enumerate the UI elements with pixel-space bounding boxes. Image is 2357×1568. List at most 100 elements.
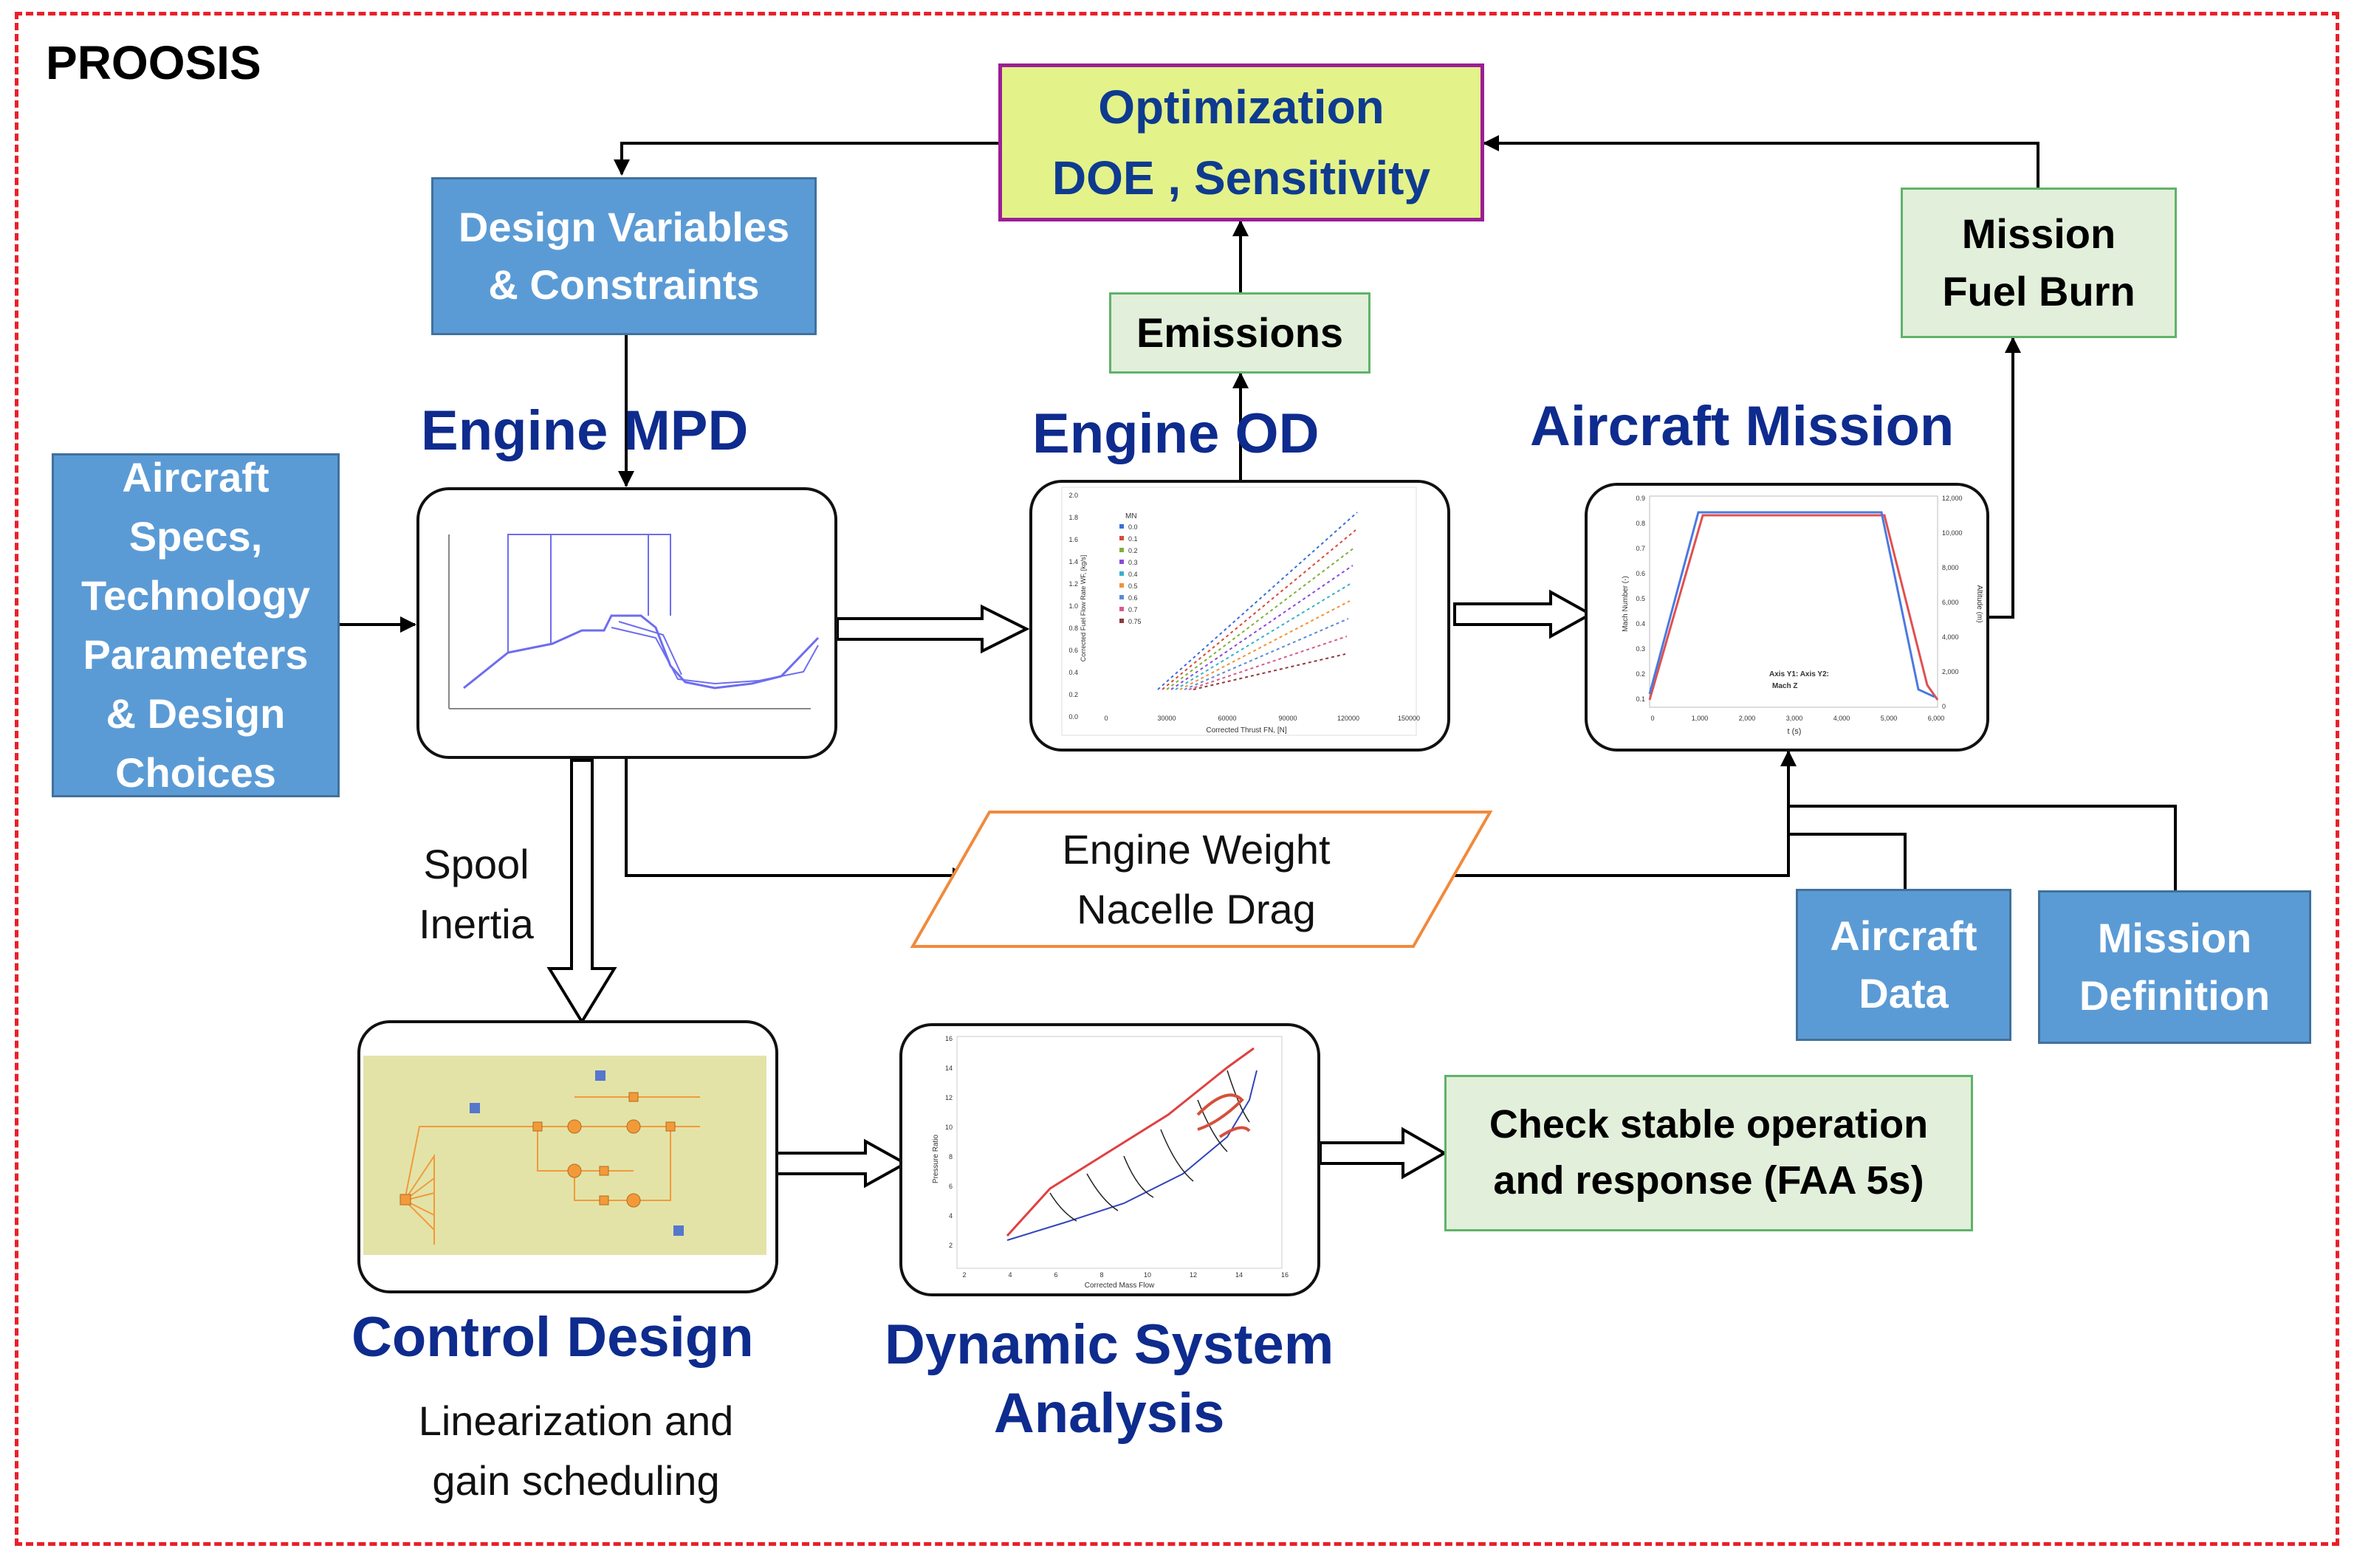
- engine-od-title: Engine OD: [1032, 402, 1320, 465]
- od-y-tick: 1.8: [1068, 514, 1078, 521]
- engine-weight-label: Engine Weight Nacelle Drag: [1062, 826, 1331, 933]
- od-x-tick: 90000: [1278, 715, 1297, 722]
- od-series-line: [1193, 653, 1346, 690]
- engine-mpd-panel[interactable]: [416, 487, 837, 759]
- od-series-line: [1175, 582, 1352, 690]
- aircraft-mission-title: Aircraft Mission: [1530, 395, 1955, 458]
- od-x-tick: 150000: [1398, 715, 1420, 722]
- compressor-x-tick: 12: [1190, 1271, 1197, 1279]
- od-legend-item: 0.1: [1128, 535, 1138, 543]
- mission-definition-box[interactable]: Mission Definition: [2038, 890, 2311, 1044]
- arrow-mission-to-fuel-burn: [1989, 337, 2021, 619]
- engine-weight-shape: [910, 811, 1493, 948]
- arrow-mpd-to-weight: [625, 759, 969, 884]
- mission-y-left-tick: 0.2: [1636, 670, 1645, 678]
- engine-od-panel[interactable]: Corrected Thrust FN, [N] Corrected Fuel …: [1029, 480, 1450, 752]
- hollow-arrow-od-to-mission: [1453, 589, 1594, 639]
- od-y-tick: 1.4: [1068, 558, 1078, 565]
- od-x-tick: 0: [1104, 715, 1108, 722]
- compressor-x-tick: 10: [1144, 1271, 1151, 1279]
- mission-y-left-tick: 0.8: [1636, 520, 1645, 527]
- od-legend-swatch: [1119, 619, 1124, 623]
- mission-y-right-tick: 4,000: [1942, 633, 1959, 641]
- mission-legend: Axis Y1: Axis Y2:: [1769, 670, 1829, 678]
- hollow-arrow-dynamic-to-check: [1319, 1127, 1448, 1180]
- od-series-line: [1170, 565, 1354, 690]
- arrow-weight-to-mission: [1440, 750, 1797, 877]
- compressor-x-label: Corrected Mass Flow: [1085, 1282, 1155, 1290]
- od-x-axis-label: Corrected Thrust FN, [N]: [1206, 726, 1287, 735]
- mission-y-right-tick: 0: [1942, 703, 1946, 710]
- od-legend-swatch: [1119, 571, 1124, 576]
- od-y-tick: 0.6: [1068, 647, 1078, 654]
- od-legend-swatch: [1119, 583, 1124, 588]
- optimization-line2: DOE , Sensitivity: [1051, 151, 1431, 204]
- od-legend-swatch: [1119, 607, 1124, 611]
- od-y-tick: 1.0: [1068, 602, 1078, 610]
- control-design-panel[interactable]: [357, 1020, 778, 1293]
- od-legend-item: 0.6: [1128, 594, 1138, 602]
- compressor-y-tick: 10: [945, 1124, 953, 1131]
- page-frame: [15, 12, 2339, 1546]
- brand-title: PROOSIS: [46, 36, 261, 89]
- compressor-y-tick: 4: [949, 1212, 953, 1220]
- mission-x-tick: 6,000: [1928, 715, 1945, 722]
- od-x-tick: 120000: [1337, 715, 1359, 722]
- od-legend-item: 0.4: [1128, 571, 1138, 578]
- design-variables-box[interactable]: Design Variables & Constraints: [431, 177, 817, 335]
- mission-y-left-tick: 0.5: [1636, 595, 1645, 602]
- line-mission-def-join: [1788, 805, 2177, 890]
- compressor-y-tick: 8: [949, 1153, 953, 1160]
- arrow-opt-to-design-vars: [614, 142, 998, 176]
- compressor-y-tick: 6: [949, 1183, 953, 1190]
- od-series-line: [1188, 636, 1348, 690]
- check-stable-box[interactable]: Check stable operation and response (FAA…: [1444, 1075, 1973, 1231]
- od-legend-item: 0.75: [1128, 618, 1142, 625]
- compressor-y-tick: 12: [945, 1094, 953, 1101]
- aircraft-specs-box[interactable]: Aircraft Specs, Technology Parameters & …: [52, 453, 340, 797]
- emissions-box[interactable]: Emissions: [1109, 292, 1370, 374]
- od-series-line: [1162, 529, 1356, 690]
- dynamic-system-title: Dynamic System Analysis: [885, 1313, 1334, 1445]
- compressor-y-tick: 2: [949, 1242, 953, 1249]
- od-y-tick: 1.6: [1068, 536, 1078, 543]
- compressor-x-tick: 8: [1099, 1271, 1103, 1279]
- mission-x-label: t (s): [1788, 727, 1802, 736]
- mission-y-left-tick: 0.3: [1636, 645, 1645, 653]
- mission-chart: 0.90.80.70.60.50.40.30.20.1 12,00010,000…: [1622, 495, 1983, 736]
- mission-x-tick: 3,000: [1786, 715, 1803, 722]
- od-legend-item: 0.0: [1128, 523, 1138, 531]
- mission-x-tick: 4,000: [1833, 715, 1850, 722]
- od-y-tick: 0.4: [1068, 669, 1078, 676]
- mission-y-right-tick: 12,000: [1942, 495, 1963, 502]
- od-legend-item: 0.7: [1128, 606, 1138, 613]
- optimization-line1: Optimization: [1098, 80, 1385, 134]
- aircraft-data-box[interactable]: Aircraft Data: [1796, 889, 2011, 1041]
- spool-inertia-label: Spool Inertia: [419, 841, 534, 948]
- od-legend-item: 0.3: [1128, 559, 1138, 566]
- compressor-x-tick: 14: [1235, 1271, 1243, 1279]
- mission-legend-items: Mach Z: [1772, 682, 1797, 690]
- mission-y-left-tick: 0.1: [1636, 695, 1645, 703]
- engine-od-chart: Corrected Thrust FN, [N] Corrected Fuel …: [1061, 486, 1420, 736]
- mission-y-right-tick: 6,000: [1942, 599, 1959, 606]
- hollow-arrow-mpd-to-control: [546, 759, 617, 1025]
- mission-x-tick: 0: [1650, 715, 1654, 722]
- compressor-x-tick: 6: [1054, 1271, 1057, 1279]
- line-aircraft-data-join: [1788, 833, 1907, 889]
- mission-y-right-tick: 2,000: [1942, 668, 1959, 675]
- optimization-box[interactable]: Optimization DOE , Sensitivity: [998, 63, 1484, 221]
- mission-y-left-tick: 0.4: [1636, 620, 1645, 627]
- od-legend-swatch: [1119, 536, 1124, 540]
- mission-y-left-tick: 0.7: [1636, 545, 1645, 552]
- mission-y-right-tick: 8,000: [1942, 564, 1959, 571]
- mission-fuel-burn-box[interactable]: Mission Fuel Burn: [1901, 188, 2177, 338]
- hollow-arrow-mpd-to-od: [836, 604, 1030, 654]
- engine-mpd-title: Engine MPD: [421, 399, 749, 462]
- od-series-line: [1184, 618, 1349, 690]
- control-block-diagram: [363, 1056, 766, 1255]
- mission-x-tick: 1,000: [1692, 715, 1709, 722]
